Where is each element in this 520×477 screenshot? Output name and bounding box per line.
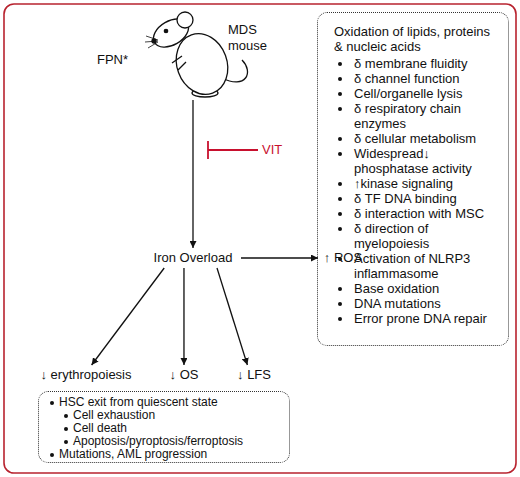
text-row: δ direction of myelopoiesis: [318, 221, 502, 251]
outcome-node: ↓ LFS: [232, 365, 276, 385]
arrow-connector: [183, 268, 184, 365]
text-row: δ membrane fluidity: [318, 56, 502, 71]
node-text: Iron Overload: [145, 250, 241, 266]
text-row: Widespread↓ phosphatase activity: [318, 146, 502, 176]
mouse-node: FPN* MDS mouse: [95, 14, 270, 100]
bullet-dot: [50, 401, 54, 405]
bullet-dot: [338, 152, 342, 156]
text-row: Iron Overload: [145, 250, 241, 266]
bullet-text: δ TF DNA binding: [354, 191, 496, 206]
bullet-dot: [338, 302, 342, 306]
node-text: ↓ OS: [165, 367, 203, 383]
bullet-text: DNA mutations: [354, 296, 496, 311]
mouse-paws: [172, 56, 186, 70]
bullet-dot: [338, 212, 342, 216]
text-row: Mutations, AML progression: [45, 448, 283, 461]
bullet-text: δ respiratory chain enzymes: [354, 101, 496, 131]
bullet-dot: [338, 62, 342, 66]
arrow-connector: [217, 268, 247, 365]
text-row: Cell/organelle lysis: [318, 86, 502, 101]
arrow-connector: [192, 100, 193, 248]
bullet-text: Error prone DNA repair: [354, 311, 496, 326]
text-row: HSC exit from quiescent state: [45, 396, 283, 409]
text-row: δ respiratory chain enzymes: [318, 101, 502, 131]
text-row: ↓ OS: [165, 367, 203, 383]
bullet-dot: [338, 257, 342, 261]
text-row: δ channel function: [318, 71, 502, 86]
bullet-dot: [338, 227, 342, 231]
text-row: FPN*: [97, 52, 128, 68]
bullet-text: Cell/organelle lysis: [354, 86, 496, 101]
inhibition-stem: [208, 149, 258, 151]
outcome-node: ↓ OS: [165, 365, 203, 385]
bullet-text: Mutations, AML progression: [59, 448, 283, 461]
state-node: Iron Overload: [145, 248, 241, 268]
text-row: Cell exhaustion: [45, 409, 283, 422]
text-row: Base oxidation: [318, 281, 502, 296]
consequence-list-box: HSC exit from quiescent stateCell exhaus…: [38, 391, 290, 463]
bullet-text: Activation of NLRP3 inflammasome: [354, 251, 496, 281]
text-row: MDS mouse: [228, 22, 270, 54]
text-row: Cell death: [45, 422, 283, 435]
bullet-dot: [338, 137, 342, 141]
text-row: Error prone DNA repair: [318, 311, 502, 326]
bullet-dot: [338, 197, 342, 201]
text-row: ↑kinase signaling: [318, 176, 502, 191]
bullet-dot: [338, 287, 342, 291]
bullet-text: Apoptosis/pyroptosis/ferroptosis: [73, 435, 283, 448]
bullet-text: δ interaction with MSC: [354, 206, 496, 221]
mouse-eye: [164, 29, 167, 32]
node-text: FPN*: [97, 52, 128, 68]
text-row: δ interaction with MSC: [318, 206, 502, 221]
text-row: δ TF DNA binding: [318, 191, 502, 206]
bullet-text: δ direction of myelopoiesis: [354, 221, 496, 251]
mouse-whiskers: [145, 36, 158, 48]
bullet-text: δ channel function: [354, 71, 496, 86]
bullet-text: ↑kinase signaling: [354, 176, 496, 191]
arrow-connector: [241, 257, 318, 258]
text-row: δ cellular metabolism: [318, 131, 502, 146]
text-row: Oxidation of lipids, proteins & nucleic …: [318, 24, 502, 54]
bullet-text: HSC exit from quiescent state: [59, 396, 283, 409]
node-text: MDS mouse: [228, 22, 270, 54]
node-text: ↓ LFS: [232, 367, 276, 383]
bullet-text: Cell death: [73, 422, 283, 435]
text-row: Activation of NLRP3 inflammasome: [318, 251, 502, 281]
bullet-dot: [64, 414, 68, 418]
bullet-text: Widespread↓ phosphatase activity: [354, 146, 496, 176]
outer-frame: [4, 4, 516, 473]
bullet-dot: [338, 77, 342, 81]
outcome-node: ↓ erythropoiesis: [30, 365, 142, 385]
bullet-dot: [338, 182, 342, 186]
bullet-text: δ membrane fluidity: [354, 56, 496, 71]
bullet-dot: [64, 427, 68, 431]
text-row: ↓ erythropoiesis: [30, 367, 142, 383]
node-text: ↓ erythropoiesis: [30, 367, 142, 383]
bullet-dot: [64, 440, 68, 444]
bullet-dot: [338, 317, 342, 321]
text-row: DNA mutations: [318, 296, 502, 311]
inhibition-bar: [207, 141, 209, 159]
oxidation-list-box: Oxidation of lipids, proteins & nucleic …: [317, 12, 509, 346]
bullet-dot: [50, 453, 54, 457]
bullet-dot: [338, 92, 342, 96]
bullet-text: δ cellular metabolism: [354, 131, 496, 146]
inhibition-line: [208, 141, 258, 159]
drug-label: VIT: [262, 142, 282, 158]
text-row: ↓ LFS: [232, 367, 276, 383]
bullet-dot: [338, 107, 342, 111]
text-row: Apoptosis/pyroptosis/ferroptosis: [45, 435, 283, 448]
list-heading: Oxidation of lipids, proteins & nucleic …: [334, 24, 491, 54]
mouse-ear: [177, 12, 193, 28]
bullet-text: Base oxidation: [354, 281, 496, 296]
bullet-text: Cell exhaustion: [73, 409, 283, 422]
arrow-connector: [92, 268, 165, 365]
